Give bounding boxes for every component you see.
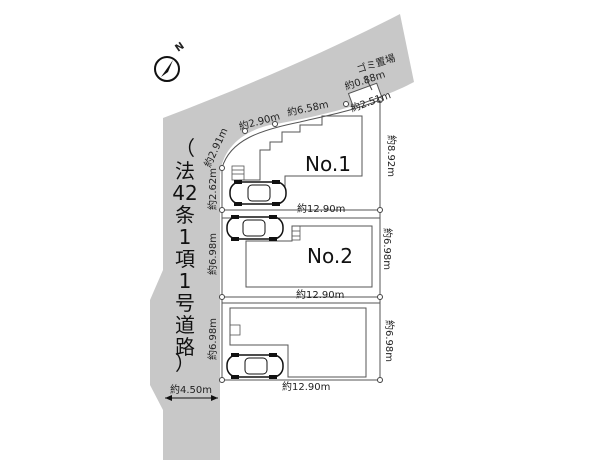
road-label-char: （ — [175, 136, 195, 160]
garbage-leader — [364, 75, 373, 91]
site-boundary — [221, 99, 381, 381]
road-label-char: 路 — [175, 335, 195, 359]
road-label-char: 条 — [175, 203, 195, 227]
north-arrow-icon — [161, 60, 173, 77]
road-area — [150, 14, 414, 460]
dim-lot1-bottom: 約12.90m — [297, 202, 345, 215]
dim-lot2-bottom: 約12.90m — [296, 288, 344, 301]
dim-lot1-left: 約2.62m — [206, 168, 219, 210]
road-label-char: 法 — [175, 159, 195, 183]
dim-lot1-right: 約8.92m — [385, 135, 398, 177]
dim-lot2-right: 約6.98m — [381, 228, 394, 270]
building-2 — [245, 225, 373, 288]
north-arrow — [154, 56, 180, 82]
garbage-area — [347, 82, 383, 108]
dim-lot3-right: 約6.98m — [383, 320, 396, 362]
road-label-char: 項 — [175, 247, 195, 271]
road-label-char: 42 — [172, 181, 197, 205]
dim-lot3-left: 約6.98m — [206, 318, 219, 360]
stairs-2 — [291, 225, 301, 241]
building-3 — [229, 307, 367, 378]
road-label: （ 法 42 条 1 項 1 号 道 路 ） — [172, 136, 197, 375]
car-1 — [229, 180, 287, 206]
boundary-markers — [219, 97, 383, 383]
road-label-char: ） — [175, 351, 195, 375]
road-label-char: 号 — [175, 291, 195, 315]
lot-1-label: No.1 — [305, 152, 351, 176]
dim-lot3-bottom: 約12.90m — [282, 380, 330, 393]
road-label-char: 1 — [179, 225, 192, 249]
stairs-3 — [229, 324, 241, 336]
car-3 — [226, 353, 284, 379]
dim-lot2-left: 約6.98m — [206, 233, 219, 275]
road-label-char: 道 — [175, 313, 195, 337]
road-label-char: 1 — [179, 269, 192, 293]
lot-2-label: No.2 — [307, 244, 353, 268]
north-label: N — [173, 41, 186, 55]
car-2 — [226, 215, 284, 241]
road-width-label: 約4.50m — [170, 383, 212, 396]
